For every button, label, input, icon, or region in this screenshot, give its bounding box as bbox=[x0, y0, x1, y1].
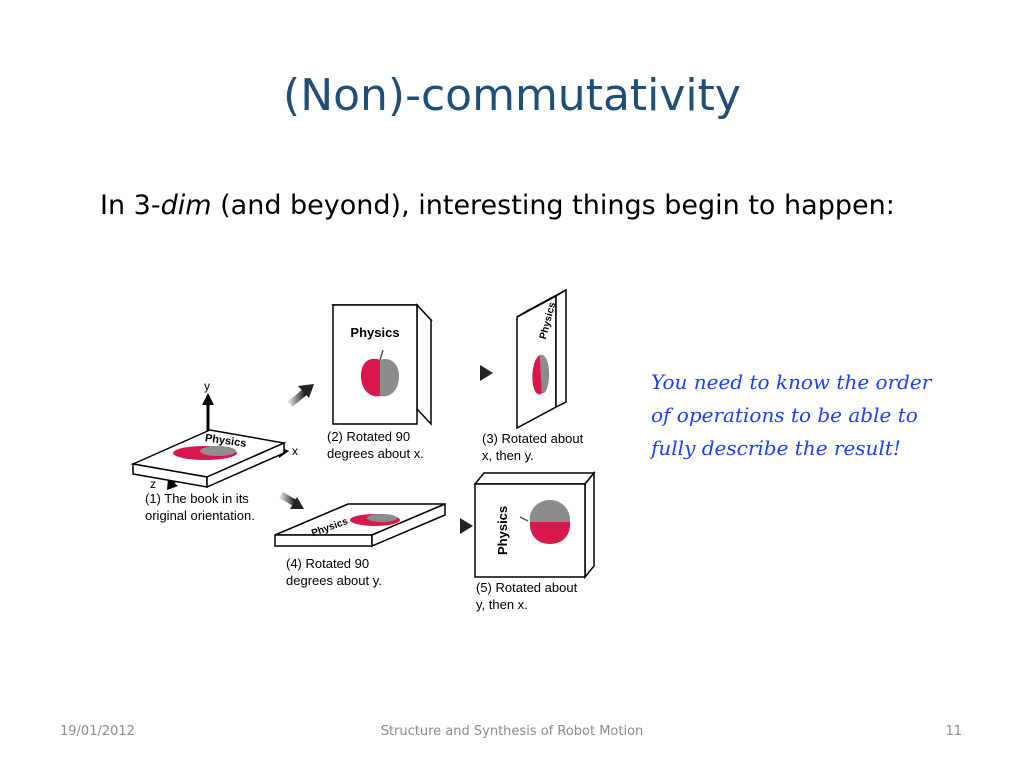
arrow-to-2-icon bbox=[287, 384, 314, 407]
book-5-rotated-y-then-x: Physics bbox=[473, 470, 596, 580]
axis-y-label: y bbox=[204, 379, 210, 393]
caption-3-line-1: (3) Rotated about bbox=[482, 431, 584, 446]
book-1-original: Physics bbox=[130, 429, 287, 489]
book-4-apple-icon bbox=[350, 514, 400, 526]
note-line-3: fully describe the result! bbox=[651, 436, 901, 460]
book-3-apple-icon bbox=[532, 354, 550, 395]
arrow-to-3-icon bbox=[464, 365, 493, 381]
caption-5-line-1: (5) Rotated about bbox=[476, 580, 578, 595]
note-line-2: of operations to be able to bbox=[651, 403, 918, 427]
body-text: In 3-dim (and beyond), interesting thing… bbox=[100, 190, 895, 221]
footer-page-number: 11 bbox=[945, 724, 962, 739]
arrow-to-5-icon bbox=[444, 518, 473, 534]
body-prefix: In 3- bbox=[100, 190, 161, 221]
footer-date: 19/01/2012 bbox=[60, 724, 135, 739]
caption-4-line-2: degrees about y. bbox=[286, 573, 382, 588]
book-2-apple-icon bbox=[360, 349, 400, 397]
axis-x-label: x bbox=[292, 444, 298, 458]
book-2-title: Physics bbox=[350, 325, 399, 340]
axis-z-label: z bbox=[150, 477, 156, 491]
book-4-rotated-y: Physics bbox=[274, 502, 446, 548]
caption-5-line-2: y, then x. bbox=[476, 597, 528, 612]
book-2-rotated-x: Physics bbox=[331, 303, 433, 426]
book-5-title: Physics bbox=[495, 506, 510, 555]
slide-title: (Non)-commutativity bbox=[283, 70, 741, 121]
book-5-apple-icon bbox=[519, 500, 571, 544]
caption-2-line-2: degrees about x. bbox=[327, 446, 424, 461]
caption-3-line-2: x, then y. bbox=[482, 448, 534, 463]
arrow-to-4-icon bbox=[279, 491, 304, 509]
note-line-1: You need to know the order bbox=[651, 370, 932, 394]
handwritten-note: You need to know the order of operations… bbox=[651, 366, 981, 465]
book-3-rotated-x-then-y: Physics bbox=[516, 288, 567, 430]
caption-1-line-1: (1) The book in its bbox=[145, 491, 249, 506]
caption-1-line-2: original orientation. bbox=[145, 508, 255, 523]
caption-2-line-1: (2) Rotated 90 bbox=[327, 429, 410, 444]
caption-4-line-1: (4) Rotated 90 bbox=[286, 556, 369, 571]
footer-title: Structure and Synthesis of Robot Motion bbox=[380, 724, 644, 739]
book-1-title: Physics bbox=[204, 432, 247, 450]
body-italic: dim bbox=[160, 190, 212, 221]
body-suffix: (and beyond), interesting things begin t… bbox=[211, 190, 895, 221]
